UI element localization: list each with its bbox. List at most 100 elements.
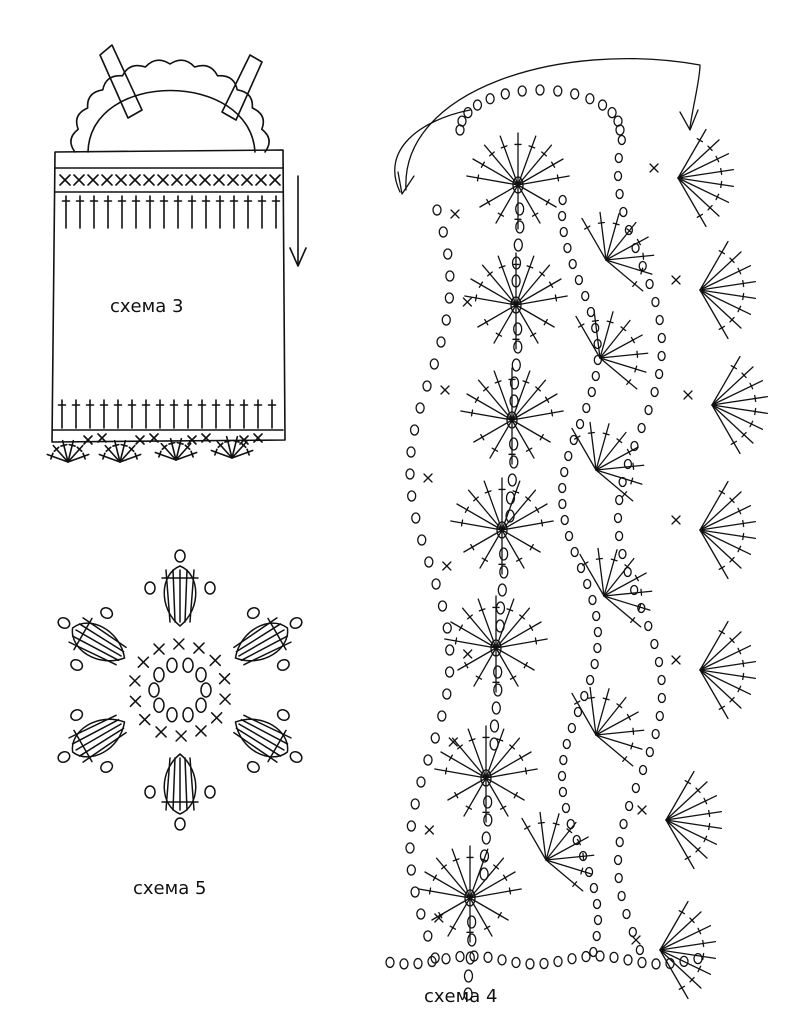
petal [233, 709, 303, 773]
single-crochet [73, 174, 85, 186]
single-crochet [175, 730, 187, 742]
central-fan [440, 751, 487, 779]
central-fan [477, 379, 513, 421]
central-fan [447, 777, 487, 801]
chain-stitch [289, 750, 303, 764]
central-fan [466, 614, 473, 620]
petal-outline [234, 622, 289, 662]
chain-stitch [509, 437, 519, 451]
scheme-4-lace-strip [385, 58, 769, 1001]
petal-stitch [78, 727, 125, 757]
central-fan [469, 871, 516, 899]
central-fan [511, 393, 558, 421]
right-fan [703, 797, 708, 805]
central-fan [451, 737, 487, 779]
right-fan [697, 965, 702, 973]
central-fan [473, 647, 497, 687]
chain-stitch [575, 418, 585, 430]
central-fan [501, 480, 521, 531]
edge-fan [112, 443, 120, 447]
edge-fan [190, 450, 194, 458]
chain-stitch [558, 786, 568, 798]
scheme-4-label: схема 4 [424, 986, 498, 1007]
chain-stitch [644, 620, 653, 632]
single-crochet [671, 515, 681, 525]
single-crochet [637, 805, 647, 815]
right-fan [707, 145, 713, 152]
right-fan [677, 177, 707, 228]
rotation-arrow-left-head [397, 171, 415, 195]
right-fan [742, 279, 745, 288]
middle-fan [622, 491, 628, 498]
chain-stitch [195, 666, 207, 683]
right-fan [711, 404, 764, 430]
central-fan [515, 295, 568, 306]
petal-stitch [235, 623, 282, 653]
single-crochet [462, 297, 473, 307]
central-fan [461, 607, 497, 649]
central-fan [508, 887, 512, 895]
edge-chain [438, 226, 448, 238]
central-fan [497, 255, 517, 306]
right-fan [718, 630, 726, 635]
edge-fan [53, 446, 60, 453]
central-fan [469, 848, 489, 899]
chain-stitch [491, 701, 501, 715]
middle-fan [576, 838, 581, 846]
middle-fan [587, 431, 595, 434]
edge-fan [68, 443, 76, 447]
right-fan [665, 770, 695, 821]
petal-stitch [82, 617, 127, 649]
middle-fan [602, 697, 610, 701]
central-fan [452, 858, 460, 862]
right-fan [659, 949, 712, 975]
central-fan [463, 777, 487, 817]
chain-stitch [561, 802, 571, 814]
middle-fan [589, 421, 597, 471]
chain-stitch [246, 607, 260, 620]
middle-fan [599, 357, 638, 390]
central-fan [483, 925, 491, 930]
right-fan [699, 529, 742, 569]
chain-stitch [623, 566, 632, 578]
chain-stitch [588, 594, 597, 606]
single-crochet [195, 725, 207, 737]
edge-fan [232, 439, 240, 443]
central-fan [480, 433, 485, 441]
right-fan [699, 491, 742, 531]
right-fan [715, 193, 720, 201]
chain-stitch [585, 93, 595, 105]
right-fan [729, 257, 735, 264]
chain-stitch [623, 954, 633, 966]
right-fan [715, 155, 720, 163]
middle-fan [595, 711, 639, 736]
central-fan [476, 174, 480, 182]
central-fan [435, 857, 471, 899]
middle-fan [603, 557, 635, 597]
chain-stitch [619, 206, 628, 218]
single-crochet [219, 693, 231, 705]
chain-stitch [570, 546, 579, 558]
chain-stitch [615, 188, 624, 200]
central-fan [480, 161, 486, 168]
chain-stitch [631, 242, 640, 254]
chain-stitch [591, 370, 600, 382]
single-crochet [671, 275, 681, 285]
right-fan [699, 281, 757, 291]
right-fan [702, 952, 705, 961]
middle-fan [581, 217, 607, 261]
middle-fan [603, 595, 642, 628]
chain-stitch [572, 834, 581, 846]
edge-fan [231, 435, 239, 459]
strap-left [99, 44, 143, 119]
chain-stitch [569, 434, 578, 446]
middle-fan [595, 446, 639, 471]
right-fan [665, 811, 723, 821]
central-fan [501, 503, 548, 531]
chain-stitch [463, 106, 473, 119]
chain-stitch [631, 782, 640, 794]
right-fan [677, 177, 730, 203]
edge-fan [176, 441, 184, 445]
central-fan [456, 744, 463, 750]
central-fan [509, 744, 516, 750]
